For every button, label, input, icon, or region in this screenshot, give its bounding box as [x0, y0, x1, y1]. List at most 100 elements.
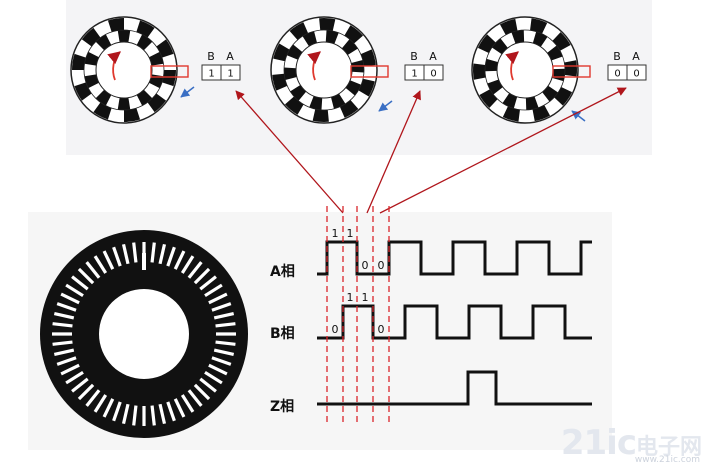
- timing-lines: [326, 206, 390, 422]
- wheel-segment: [499, 18, 518, 35]
- link-arrow-3: [379, 87, 627, 214]
- disc-slot: [173, 398, 186, 418]
- state-mark: 0: [362, 259, 369, 272]
- disc-slot: [158, 403, 167, 425]
- wheel-segment: [124, 108, 141, 122]
- encoder-1-readout: B A 1 1: [201, 50, 241, 81]
- a-label: A: [226, 50, 234, 63]
- wheel-segment: [273, 43, 290, 62]
- sensor-window-3: [552, 65, 591, 78]
- a-value: 0: [633, 69, 639, 80]
- disc-slot: [193, 267, 211, 285]
- disc-slot: [85, 261, 101, 279]
- wheel-segment: [309, 96, 323, 110]
- disc-slot: [102, 250, 115, 270]
- sensor-window-2: [350, 65, 389, 78]
- disc-slot: [71, 275, 89, 291]
- rotation-arrow-3: [505, 51, 519, 81]
- wheel-segment: [84, 74, 100, 89]
- disc-slot: [102, 398, 115, 418]
- disc-slot: [71, 377, 89, 393]
- disc-slot: [93, 255, 108, 274]
- b-label: B: [613, 50, 621, 63]
- wheel-segment: [491, 38, 508, 55]
- wheel-segment: [272, 73, 288, 91]
- wheel-segment: [72, 53, 86, 70]
- a-label: A: [429, 50, 437, 63]
- disc-slot: [187, 261, 203, 279]
- wheel-segment: [148, 74, 164, 89]
- disc-slot: [215, 340, 236, 346]
- disc-slot: [199, 377, 217, 393]
- wheel-segment: [325, 30, 339, 44]
- wheel-segment: [564, 60, 578, 77]
- wheel-segment: [502, 93, 518, 109]
- pointer-arrow-2: [378, 100, 393, 112]
- watermark-logo: 21ic电子网 www.21ic.com: [561, 423, 702, 465]
- a-value: 1: [227, 69, 233, 80]
- phase-a-label: A相: [270, 263, 295, 280]
- watermark-url: www.21ic.com: [634, 455, 700, 465]
- a-label: A: [632, 50, 640, 63]
- b-label: B: [207, 50, 215, 63]
- disc-slot: [65, 370, 84, 385]
- disc-slot: [53, 311, 75, 320]
- disc-slot: [208, 363, 228, 376]
- state-mark: 0: [378, 259, 385, 272]
- disc-slot: [211, 356, 232, 366]
- wheel-segment: [551, 68, 565, 82]
- disc-slot: [180, 394, 195, 413]
- wheel-segment: [485, 58, 499, 72]
- disc-slot: [199, 275, 217, 291]
- wheel-segment: [284, 96, 304, 115]
- state-mark: 1: [347, 291, 354, 304]
- wheel-segment: [360, 49, 376, 67]
- wheel-segment: [473, 63, 486, 80]
- encoder-wheel-1: [70, 16, 178, 124]
- wheel-segment: [502, 106, 520, 122]
- state-mark: 1: [362, 291, 369, 304]
- wheel-segment: [312, 109, 329, 122]
- rotation-arrow-2: [307, 51, 321, 81]
- wheel-segment: [162, 70, 176, 87]
- pointer-arrow-3: [571, 110, 586, 122]
- wheel-segment: [542, 85, 559, 102]
- disc-slot: [208, 292, 228, 305]
- phase-b-waveform: [317, 304, 592, 340]
- wheel-segment: [84, 51, 100, 66]
- disc-slot: [112, 401, 122, 422]
- wheel-segment: [532, 105, 551, 122]
- disc-slot: [132, 405, 138, 426]
- wheel-segment: [530, 18, 548, 34]
- encoder-3-readout: B A 0 0: [607, 50, 647, 81]
- disc-slot: [121, 403, 130, 425]
- wheel-segment: [525, 96, 539, 110]
- wheel-segment: [479, 89, 498, 108]
- disc-slot: [132, 242, 138, 263]
- wheel-segment: [552, 32, 571, 51]
- disc-slot: [77, 383, 95, 401]
- wheel-segment: [117, 97, 131, 111]
- wheel-segment: [81, 27, 101, 47]
- disc-slot: [93, 394, 108, 413]
- disc-slot: [112, 246, 122, 267]
- phase-z-label: Z相: [270, 398, 294, 415]
- code-disc-slots: [52, 242, 236, 426]
- encoder-wheel-3: [471, 16, 579, 124]
- disc-slot: [213, 311, 235, 320]
- disc-slot: [56, 302, 77, 312]
- state-mark: 1: [347, 227, 354, 240]
- wheel-segment: [147, 93, 167, 113]
- wheel-segment: [148, 51, 164, 66]
- wheel-segment: [107, 18, 124, 32]
- disc-slot: [180, 255, 195, 274]
- disc-slot: [77, 267, 95, 285]
- wheel-segment: [284, 67, 297, 80]
- disc-slot: [60, 363, 80, 376]
- disc-slot: [53, 348, 75, 357]
- rotation-arrow-1: [107, 51, 121, 81]
- disc-slot: [121, 243, 130, 265]
- disc-slot: [52, 322, 73, 328]
- disc-slot: [60, 292, 80, 305]
